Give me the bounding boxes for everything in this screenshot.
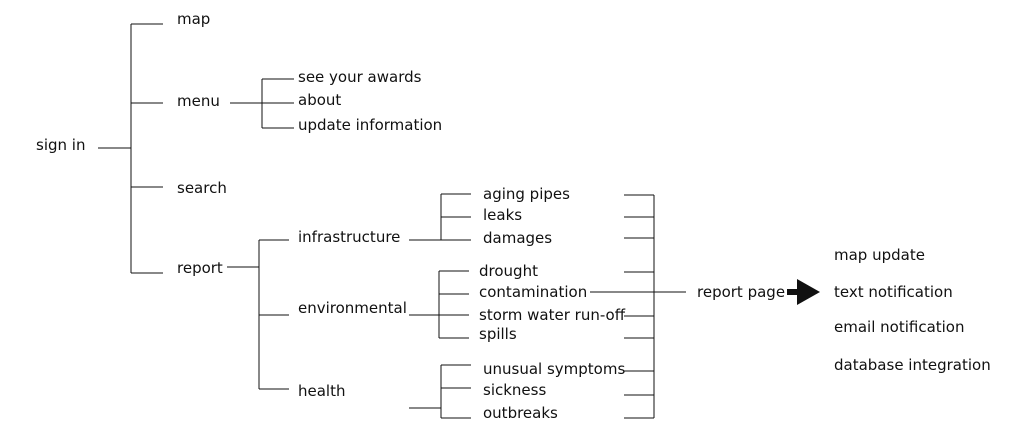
node-text-notification: text notification — [834, 283, 953, 301]
node-environmental: environmental — [298, 299, 407, 317]
node-contamination: contamination — [479, 283, 588, 301]
node-update-information: update information — [298, 116, 443, 134]
node-database-integration: database integration — [834, 356, 991, 374]
node-drought: drought — [479, 262, 538, 280]
node-see-your-awards: see your awards — [298, 68, 422, 86]
node-spills: spills — [479, 325, 517, 343]
node-infrastructure: infrastructure — [298, 228, 401, 246]
node-outbreaks: outbreaks — [483, 404, 558, 422]
node-report: report — [177, 259, 223, 277]
node-search: search — [177, 179, 227, 197]
node-health: health — [298, 382, 346, 400]
node-storm-water-run-off: storm water run-off — [479, 306, 626, 324]
node-sign-in: sign in — [36, 136, 86, 154]
node-report-page: report page — [697, 283, 786, 301]
node-map-update: map update — [834, 246, 925, 264]
node-menu: menu — [177, 92, 220, 110]
node-unusual-symptoms: unusual symptoms — [483, 360, 626, 378]
arrow-right-icon — [787, 279, 820, 305]
node-map: map — [177, 10, 211, 28]
node-damages: damages — [483, 229, 553, 247]
node-email-notification: email notification — [834, 318, 965, 336]
node-sickness: sickness — [483, 381, 547, 399]
node-leaks: leaks — [483, 206, 523, 224]
node-aging-pipes: aging pipes — [483, 185, 570, 203]
node-about: about — [298, 91, 342, 109]
